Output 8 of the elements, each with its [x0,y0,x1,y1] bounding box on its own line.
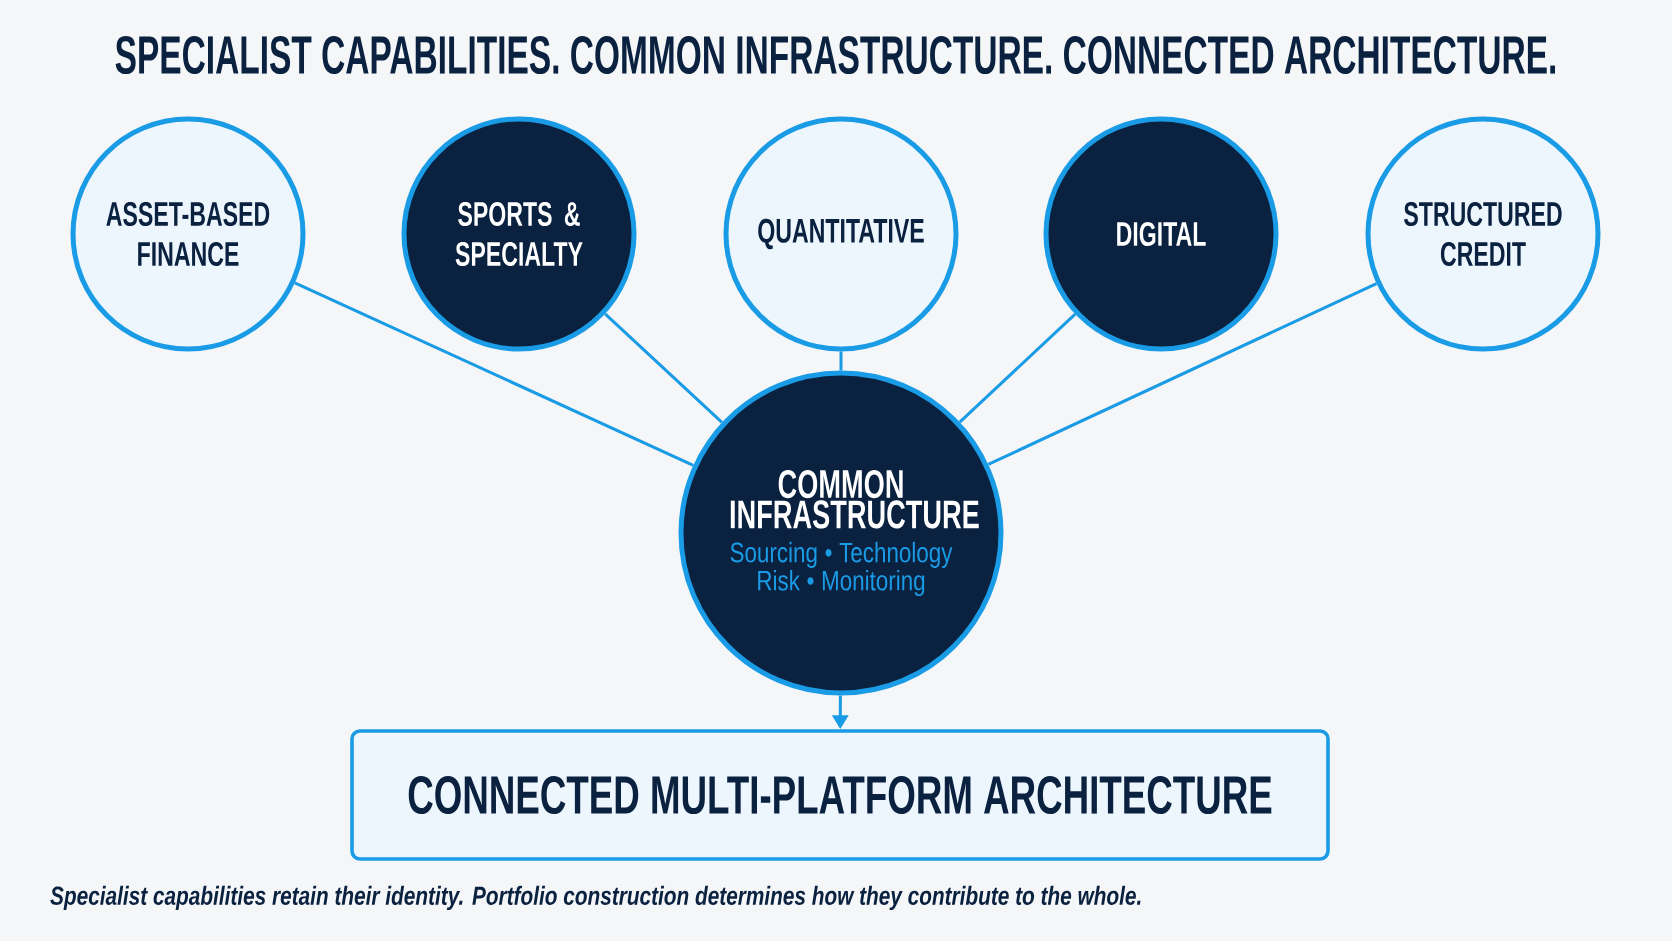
connector-line [604,312,723,424]
connector-line [839,351,843,371]
title: SPECIALIST CAPABILITIES. COMMON INFRASTRUCTURE. CONNECTED ARCHITECTURE. [115,35,1555,75]
connector-line [958,313,1077,424]
connector-line [987,282,1378,466]
caption: Specialist capabilities retain their identity. Portfolio construction determines how they contribute to the whole. [50,885,1141,911]
banner-box: CONNECTED MULTI-PLATFORM ARCHITECTURE [350,729,1330,861]
connector-line [294,281,694,467]
